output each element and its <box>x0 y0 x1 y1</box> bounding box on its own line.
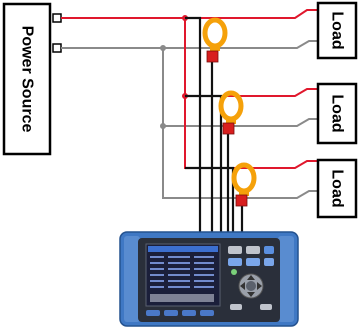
terminal-neutral <box>52 43 62 53</box>
live-wire-load-2 <box>184 18 318 97</box>
current-clamp-icon <box>231 162 257 207</box>
load-label: Load <box>329 94 346 132</box>
neutral-wire-load-2 <box>162 48 318 127</box>
load-label: Load <box>329 169 346 207</box>
power-meter-icon <box>119 231 299 327</box>
current-clamp-icon <box>218 90 244 135</box>
load-3: Load <box>316 158 358 219</box>
neutral-wire-load-1 <box>61 40 318 49</box>
meter-controls <box>228 246 274 310</box>
load-label: Load <box>329 11 346 49</box>
current-clamp-icon <box>202 17 228 63</box>
live-wire-load-1 <box>61 9 318 19</box>
load-box <box>316 158 358 219</box>
power-source-label: Power Source <box>19 26 36 133</box>
neutral-junction <box>160 123 166 129</box>
power-source-box <box>2 2 52 156</box>
live-wiring <box>61 9 318 169</box>
load-2: Load <box>316 82 358 145</box>
load-1: Load <box>316 1 358 60</box>
power-source: Power Source <box>2 2 62 156</box>
sensor-cables <box>210 62 244 236</box>
meter-function-keys <box>146 310 214 316</box>
neutral-wire-load-3 <box>162 126 318 199</box>
voltage-lead-1 <box>185 16 202 236</box>
voltage-lead-3 <box>185 166 235 236</box>
load-box <box>316 1 358 60</box>
neutral-junction <box>160 45 166 51</box>
neutral-wiring <box>61 40 318 199</box>
terminal-live <box>52 13 62 23</box>
load-box <box>316 82 358 145</box>
voltage-leads <box>185 16 235 236</box>
live-wire-load-3 <box>184 96 318 169</box>
voltage-lead-2 <box>185 94 223 236</box>
